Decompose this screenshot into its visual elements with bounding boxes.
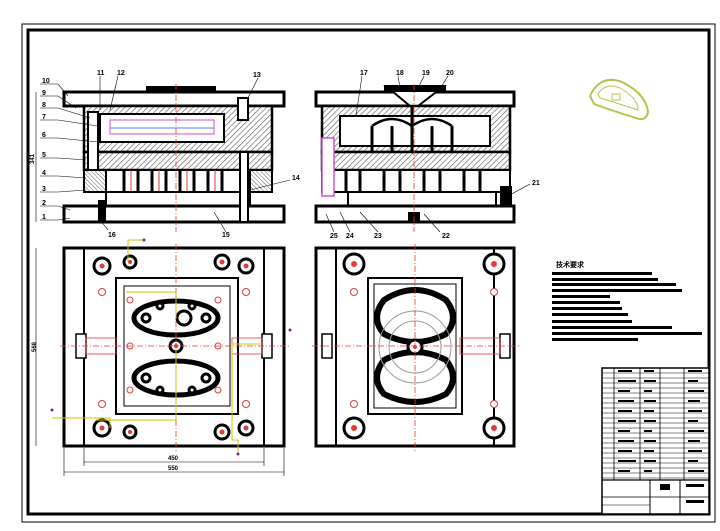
callout-14: 14 <box>292 175 300 182</box>
left-section-view <box>62 84 286 232</box>
dimension-568: 568 <box>32 341 38 352</box>
callout-12: 12 <box>117 70 125 77</box>
callout-16: 16 <box>108 232 116 239</box>
left-plan-view <box>50 238 292 456</box>
callout-13: 13 <box>253 72 261 79</box>
callout-25: 25 <box>330 233 338 240</box>
callout-4: 4 <box>42 170 46 177</box>
dimension-550: 550 <box>168 466 179 472</box>
callout-3: 3 <box>42 186 46 193</box>
bill-of-materials-table <box>601 367 710 515</box>
left-view-callouts: 10 9 8 7 6 5 4 3 2 1 11 12 13 14 16 15 3… <box>30 70 300 239</box>
callout-6: 6 <box>42 132 46 139</box>
sheet-outer-border <box>21 23 716 523</box>
technical-requirements: 技术要求 <box>552 260 702 341</box>
callout-19: 19 <box>422 70 430 77</box>
callout-15: 15 <box>222 232 230 239</box>
callout-18: 18 <box>396 70 404 77</box>
tech-requirements-title: 技术要求 <box>556 260 585 269</box>
dimension-341: 341 <box>30 153 36 164</box>
callout-21: 21 <box>532 180 540 187</box>
callout-2: 2 <box>42 200 46 207</box>
callout-11: 11 <box>97 70 105 77</box>
callout-7: 7 <box>42 114 46 121</box>
callout-20: 20 <box>446 70 454 77</box>
callout-10: 10 <box>42 78 50 85</box>
right-section-view <box>314 84 516 232</box>
callout-1: 1 <box>42 214 46 221</box>
callout-22: 22 <box>442 233 450 240</box>
callout-5: 5 <box>42 152 46 159</box>
callout-23: 23 <box>374 233 382 240</box>
right-plan-view <box>312 244 520 452</box>
sheet-inner-border <box>26 28 711 516</box>
part-isometric-sketch <box>588 78 650 121</box>
callout-17: 17 <box>360 70 368 77</box>
callout-8: 8 <box>42 102 46 109</box>
dimension-450: 450 <box>168 456 179 462</box>
right-view-callouts: 17 18 19 20 21 25 24 23 22 <box>330 70 540 240</box>
callout-24: 24 <box>346 233 354 240</box>
callout-9: 9 <box>42 90 46 97</box>
